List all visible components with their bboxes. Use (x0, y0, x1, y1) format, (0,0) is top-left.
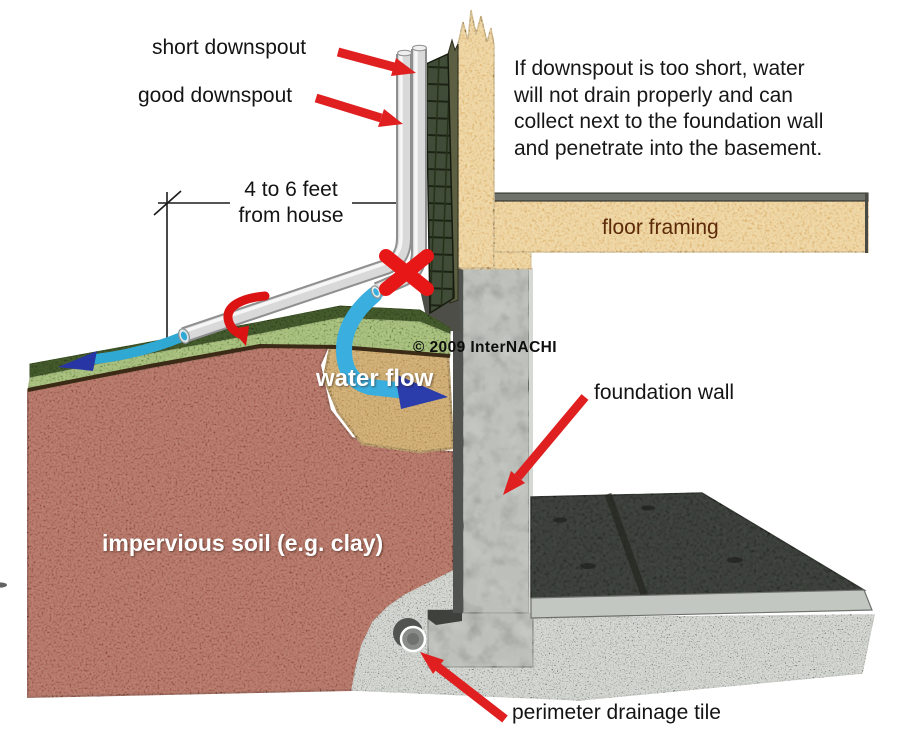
basement-slab (0, 492, 873, 619)
foundation-wall-graphic (453, 267, 533, 614)
note-line: If downspout is too short, water (514, 57, 805, 80)
downspout-end-caps (177, 285, 382, 344)
label-good-downspout: good downspout (138, 84, 293, 107)
arrow-good-downspout (314, 93, 403, 127)
surface-water-arrow (58, 331, 189, 371)
label-dimension: 4 to 6 feet from house (210, 177, 372, 229)
label-water-flow: water flow (316, 365, 434, 392)
note-line: and penetrate into the basement. (514, 136, 823, 160)
note-line: collect next to the foundation wall (514, 110, 824, 133)
dimension-text-line1: 4 to 6 feet (244, 178, 338, 201)
arrow-foundation-wall (503, 394, 589, 495)
red-x-icon (379, 249, 434, 296)
dimension-text-line2: from house (238, 204, 344, 227)
label-foundation-wall: foundation wall (594, 381, 735, 404)
perimeter-drain-tile (393, 618, 427, 653)
label-short-downspout: short downspout (152, 36, 307, 59)
label-impervious-soil: impervious soil (e.g. clay) (102, 530, 384, 556)
note-line: will not drain properly and can (514, 83, 793, 107)
water-flow-arrow (335, 287, 448, 409)
dimension-lines (153, 190, 397, 341)
check-mark-icon (223, 291, 270, 346)
copyright-text: © 2009 InterNACHI (413, 339, 557, 356)
arrow-short-downspout (336, 47, 416, 76)
footing (427, 609, 534, 668)
label-perimeter-drainage-tile: perimeter drainage tile (512, 701, 721, 724)
floor-framing-band (461, 192, 869, 270)
arrow-perimeter-tile (420, 652, 508, 723)
explanatory-note: If downspout is too short, water will no… (514, 56, 823, 162)
label-floor-framing: floor framing (602, 216, 719, 239)
